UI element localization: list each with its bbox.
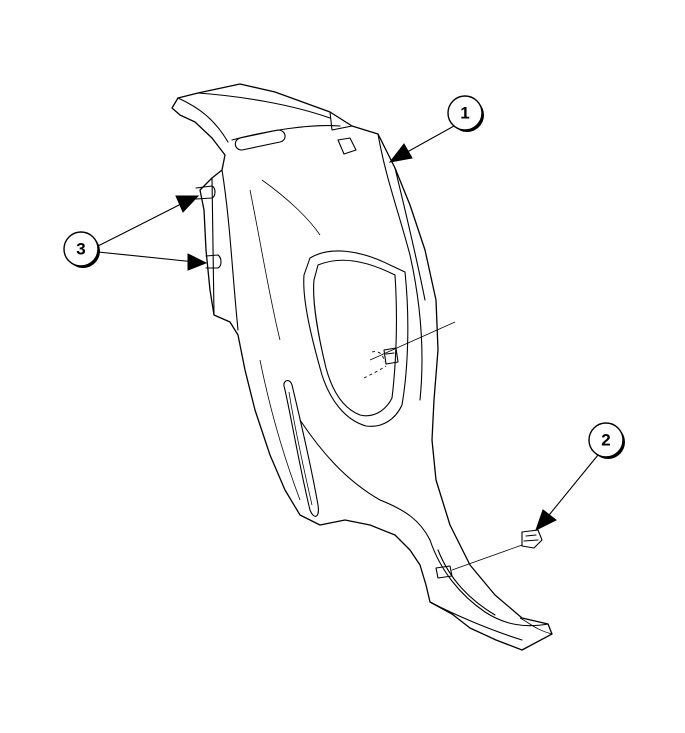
- quarter-trim-panel: [171, 83, 553, 651]
- arrowhead-3b: [187, 253, 208, 271]
- clip-part-2: [435, 529, 543, 579]
- arrowhead-2: [535, 509, 557, 531]
- callout-2: 2: [535, 422, 625, 531]
- callout-3: 3: [63, 185, 222, 271]
- center-fastener: [363, 321, 456, 379]
- callout-1-label: 1: [460, 104, 469, 123]
- arrowhead-1: [388, 143, 413, 163]
- callout-1: 1: [388, 95, 484, 163]
- callout-3-label: 3: [76, 240, 85, 259]
- arrowhead-3a: [175, 195, 200, 213]
- callout-2-label: 2: [601, 431, 610, 450]
